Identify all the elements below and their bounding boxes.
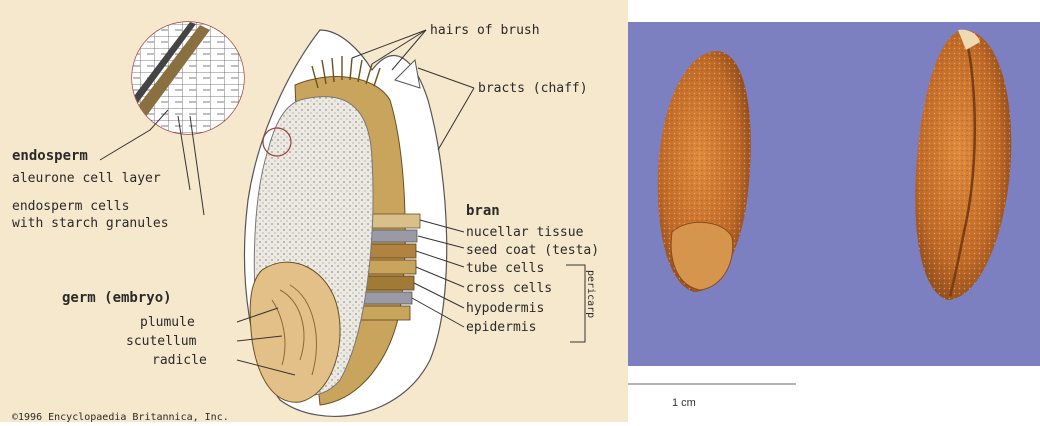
copyright-notice: ©1996 Encyclopaedia Britannica, Inc. [12, 412, 229, 422]
label-bran: bran [466, 203, 500, 219]
grain-front-view [658, 51, 751, 292]
wheat-grain-photo [628, 22, 1040, 422]
scale-label: 1 cm [672, 397, 696, 409]
label-pericarp: pericarp [585, 270, 596, 318]
label-tube-cells: tube cells [466, 261, 544, 276]
label-nucellar-tissue: nucellar tissue [466, 225, 584, 240]
label-hypodermis: hypodermis [466, 301, 544, 316]
wheat-kernel-diagram: hairs of brush bracts (chaff) endosperm … [0, 0, 628, 422]
scale-area: 1 cm [628, 366, 1040, 422]
label-endosperm-cells: endosperm cells [12, 199, 129, 214]
label-germ: germ (embryo) [62, 290, 172, 306]
label-starch-granules: with starch granules [12, 216, 169, 231]
magnified-cells [128, 22, 244, 134]
germ-region [250, 262, 340, 402]
label-radicle: radicle [152, 353, 207, 368]
label-seed-coat: seed coat (testa) [466, 243, 599, 258]
label-scutellum: scutellum [126, 334, 197, 349]
label-cross-cells: cross cells [466, 281, 552, 296]
label-bracts: bracts (chaff) [478, 81, 588, 96]
label-endosperm: endosperm [12, 148, 88, 164]
grain-crease-view [915, 30, 1011, 300]
label-epidermis: epidermis [466, 320, 536, 335]
label-hairs-of-brush: hairs of brush [430, 23, 540, 38]
label-plumule: plumule [140, 315, 195, 330]
label-aleurone: aleurone cell layer [12, 171, 161, 186]
